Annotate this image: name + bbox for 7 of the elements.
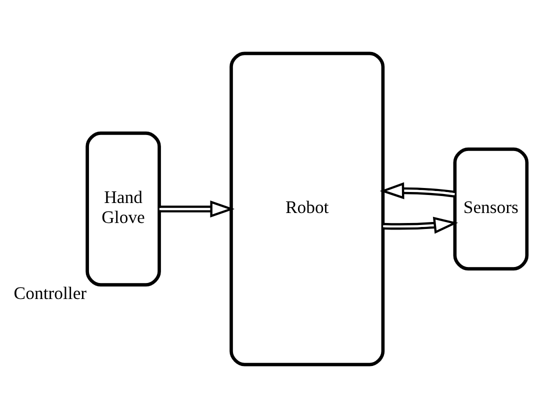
node-box: Robot xyxy=(230,52,385,366)
node-box: Sensors xyxy=(453,148,529,270)
arrow xyxy=(383,216,458,234)
arrow xyxy=(159,200,235,218)
node-label: Controller xyxy=(14,283,87,304)
node-box: Hand Glove xyxy=(86,132,161,287)
arrow xyxy=(380,182,456,200)
